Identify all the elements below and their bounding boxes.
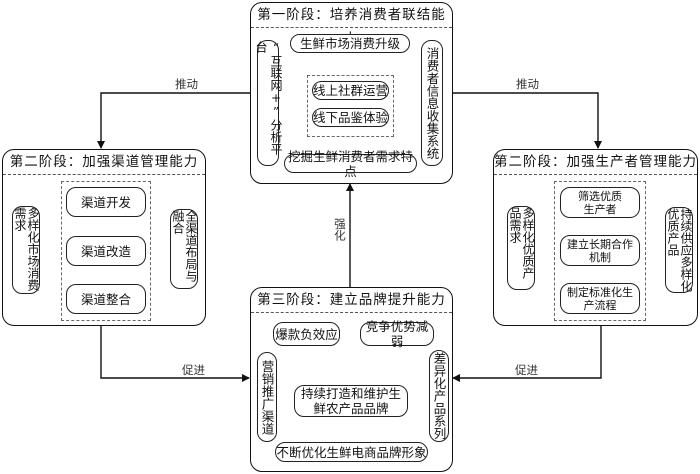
stage3-top-node-2: 竞争优势减弱 [360,319,434,349]
push-right-arrow [452,92,602,149]
stage3-right-side: 差异化产品系列 [429,350,449,442]
stage3-title: 第三阶段：建立品牌提升能力 [251,288,452,313]
stage1-top-node: 生鲜市场消费升级 [290,34,410,53]
stage1-center-node-2: 线下品鉴体验 [312,108,389,127]
stage1-title: 第一阶段：培养消费者联结能力 [251,3,452,47]
stage2-producer-node-2: 建立长期合作机制 [560,235,640,266]
stage2-producer-center-group [554,181,646,321]
stage2-channel-center-group [61,181,151,321]
promote-right-label: 促进 [515,363,538,377]
stage2-producer-node-3: 制定标准化生产流程 [560,283,640,314]
promote-left-arrow [100,326,250,382]
stage1-left-side: “互联网+”分析平台 [254,40,283,166]
stage3-center-node: 持续打造和维护生鲜农产品品牌 [294,385,408,417]
stage3-left-side: 营销推广渠道 [257,352,277,442]
stage1-center-node-1: 线上社群运营 [312,81,389,100]
push-left-label: 推动 [175,77,198,91]
stage2-channel-title: 第二阶段：加强渠道管理能力 [3,150,205,175]
push-right-label: 推动 [516,77,539,91]
stage3-bottom-node: 不断优化生鲜电商品牌形象 [275,442,428,462]
stage2-producer-node-1: 筛选优质生产者 [560,187,640,218]
stage1-bottom-node: 挖掘生鲜消费者需求特点 [284,149,417,179]
stage2-channel-node-3: 渠道整合 [66,284,146,314]
stage2-channel-node-2: 渠道改造 [66,236,146,266]
stage2-producer-right-side: 持续供应多样化优质产品 [665,207,693,293]
stage1-right-side: 消费者信息收集系统 [421,40,443,166]
strengthen-label: 强化 [333,218,347,241]
push-left-arrow [97,92,250,149]
stage2-channel-left-side: 多样化市场消费需求 [12,206,40,294]
stage2-producer-left-side: 多样化优质产品需求 [507,206,535,290]
stage2-channel-right-side: 全渠道布局与融合 [170,209,198,289]
stage3-brand-building: 第三阶段：建立品牌提升能力 [250,287,453,472]
promote-left-label: 促进 [182,363,205,377]
stage3-top-node-1: 爆款负效应 [273,322,340,346]
stage2-channel-node-1: 渠道开发 [66,187,146,217]
stage2-producer-title: 第二阶段：加强生产者管理能力 [494,150,697,175]
stage1-center-group [307,75,394,137]
